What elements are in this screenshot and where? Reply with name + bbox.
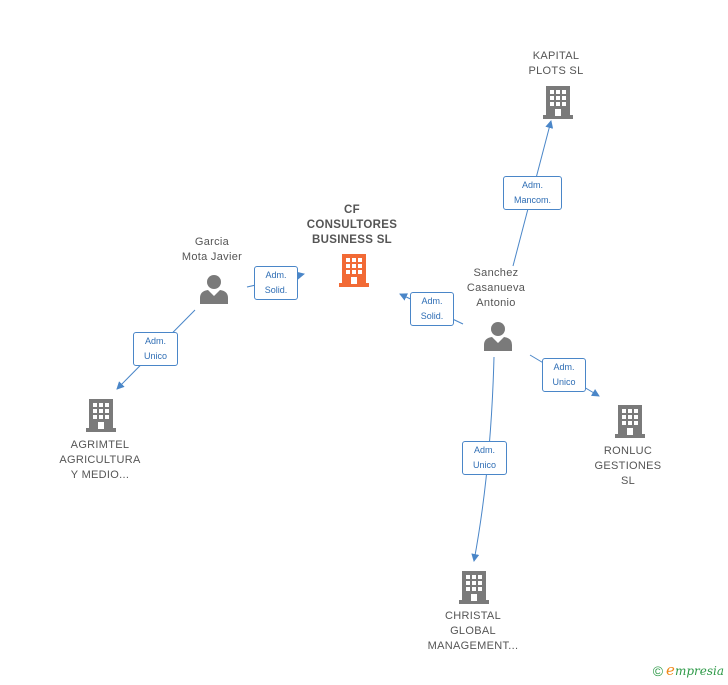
badge-line: Adm. — [553, 362, 575, 372]
badge-line: Unico — [552, 377, 576, 387]
label-line: PLOTS SL — [528, 65, 584, 77]
label-line: MANAGEMENT... — [427, 640, 519, 652]
label-line: Garcia — [194, 236, 230, 248]
relation-badge-garcia-agrimtel[interactable]: Adm. Unico — [133, 332, 178, 366]
person-icon-garcia[interactable] — [199, 274, 229, 304]
label-line: CHRISTAL — [445, 610, 501, 622]
label-line: SL — [620, 475, 636, 487]
company-label-christal: CHRISTAL GLOBAL MANAGEMENT... — [428, 609, 519, 654]
badge-line: Adm. — [144, 336, 166, 346]
label-line: Y MEDIO... — [70, 469, 130, 481]
person-icon-sanchez[interactable] — [483, 321, 513, 351]
building-icon-christal[interactable] — [458, 569, 490, 605]
brand-logo-text: mpresia — [674, 664, 724, 678]
badge-line: Solid. — [264, 285, 288, 295]
relation-badge-sanchez-christal[interactable]: Adm. Unico — [462, 441, 507, 475]
label-line: BUSINESS SL — [312, 234, 392, 246]
relation-badge-sanchez-cf[interactable]: Adm. Solid. — [410, 292, 454, 326]
footer-brand: ©empresia — [653, 661, 724, 679]
person-label-garcia: Garcia Mota Javier — [182, 235, 242, 265]
relation-badge-sanchez-kapital[interactable]: Adm. Mancom. — [503, 176, 562, 210]
label-line: KAPITAL — [532, 50, 580, 62]
label-line: Antonio — [476, 297, 516, 309]
building-icon-focus[interactable] — [338, 252, 370, 288]
label-line: AGRICULTURA — [59, 454, 141, 466]
badge-line: Unico — [143, 351, 167, 361]
badge-line: Mancom. — [513, 195, 551, 205]
label-line: RONLUC — [603, 445, 653, 457]
copyright-icon: © — [652, 663, 664, 679]
badge-line: Adm. — [421, 296, 443, 306]
label-line: GESTIONES — [594, 460, 662, 472]
company-label-cf: CF CONSULTORES BUSINESS SL — [307, 203, 397, 248]
badge-line: Adm. — [473, 445, 495, 455]
company-label-agrimtel: AGRIMTEL AGRICULTURA Y MEDIO... — [59, 438, 140, 483]
label-line: CONSULTORES — [306, 219, 398, 231]
label-line: GLOBAL — [450, 625, 496, 637]
relation-badge-sanchez-ronluc[interactable]: Adm. Unico — [542, 358, 586, 392]
relation-badge-garcia-cf[interactable]: Adm. Solid. — [254, 266, 298, 300]
company-label-ronluc: RONLUC GESTIONES SL — [595, 444, 662, 489]
person-label-sanchez: Sanchez Casanueva Antonio — [467, 266, 525, 311]
label-line: AGRIMTEL — [70, 439, 130, 451]
label-line: Casanueva — [466, 282, 526, 294]
badge-line: Solid. — [420, 311, 444, 321]
brand-logo-initial: e — [666, 661, 675, 679]
label-line: Mota Javier — [181, 251, 243, 263]
label-line: CF — [344, 204, 360, 216]
label-line: Sanchez — [473, 267, 519, 279]
badge-line: Unico — [472, 460, 496, 470]
company-label-kapital: KAPITAL PLOTS SL — [529, 49, 584, 79]
building-icon-agrimtel[interactable] — [85, 397, 117, 433]
badge-line: Adm. — [265, 270, 287, 280]
badge-line: Adm. — [521, 180, 543, 190]
building-icon-ronluc[interactable] — [614, 403, 646, 439]
building-icon-kapital[interactable] — [542, 84, 574, 120]
